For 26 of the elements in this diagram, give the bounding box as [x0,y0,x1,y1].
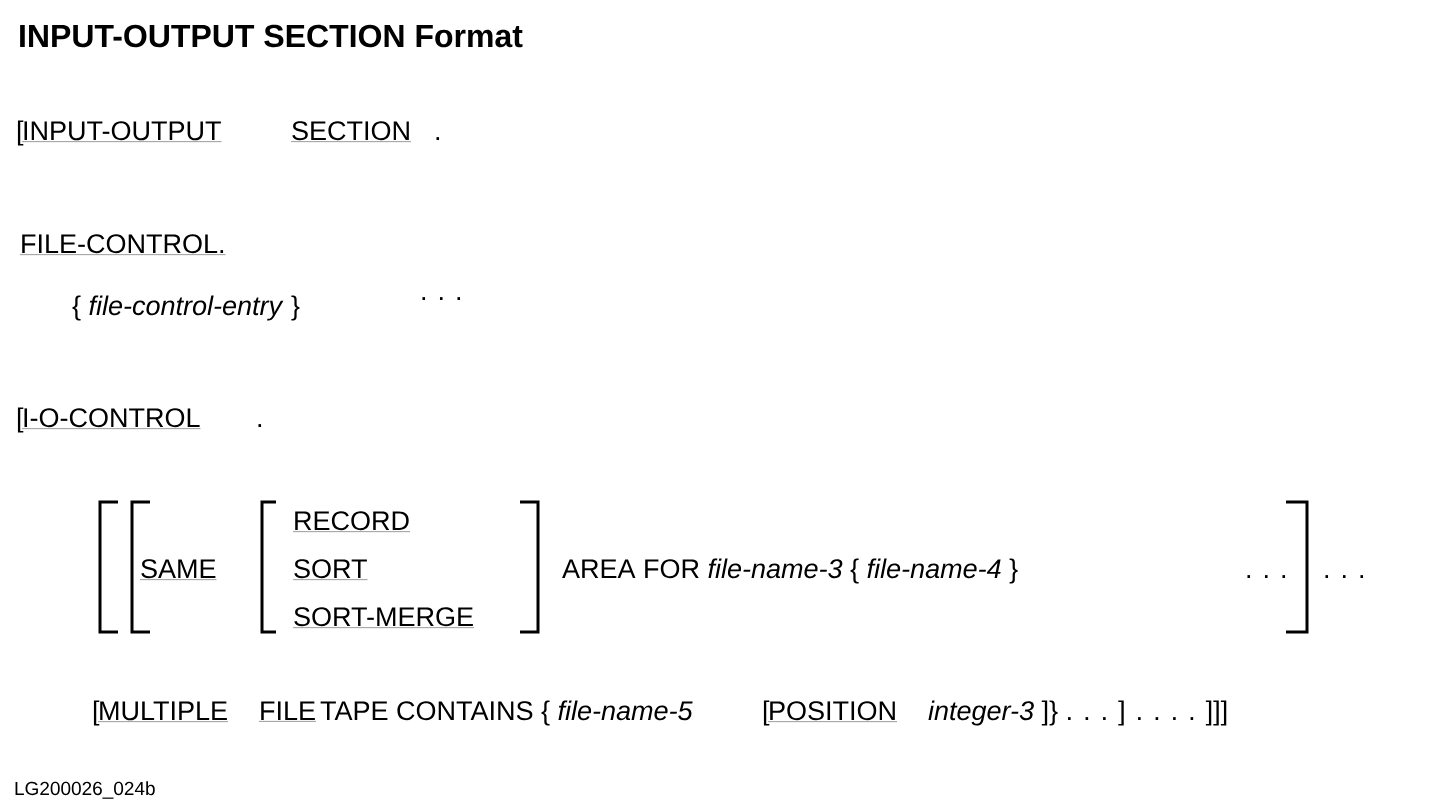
ellipsis: . . . [422,297,461,300]
period: . [436,137,440,140]
keyword: FILE [258,701,317,722]
figure-id: LG200026_024b [15,781,155,799]
ellipsis: . . . [1247,575,1286,578]
bracket-sign: [ [93,700,100,726]
syntax-text: TAPE CONTAINS { file-name-5 [320,700,693,726]
title: INPUT-OUTPUT SECTION Format [20,24,523,48]
keyword: FILE-CONTROL. [19,234,226,255]
syntax-text: AREA FOR file-name-3 { file-name-4 } [562,558,1018,584]
bracket-sign: [ [17,120,24,146]
bracket-sign: [ [17,407,24,433]
keyword: SAME [139,559,217,580]
keyword: RECORD [292,511,411,532]
keyword: INPUT-OUTPUT [21,121,222,142]
keyword: I-O-CONTROL [21,408,201,429]
syntax-text: integer-3 ]} . . . ] . . . . ]]] [928,700,1227,726]
keyword: SORT-MERGE [292,607,475,628]
keyword: SORT [292,559,368,580]
keyword: SECTION [290,121,412,142]
syntax-text: { file-control-entry } [72,295,300,321]
bracket-sign: [ [763,700,770,726]
keyword: MULTIPLE [97,701,229,722]
keyword: POSITION [767,701,898,722]
period: . [258,424,262,427]
ellipsis: . . . [1325,575,1364,578]
